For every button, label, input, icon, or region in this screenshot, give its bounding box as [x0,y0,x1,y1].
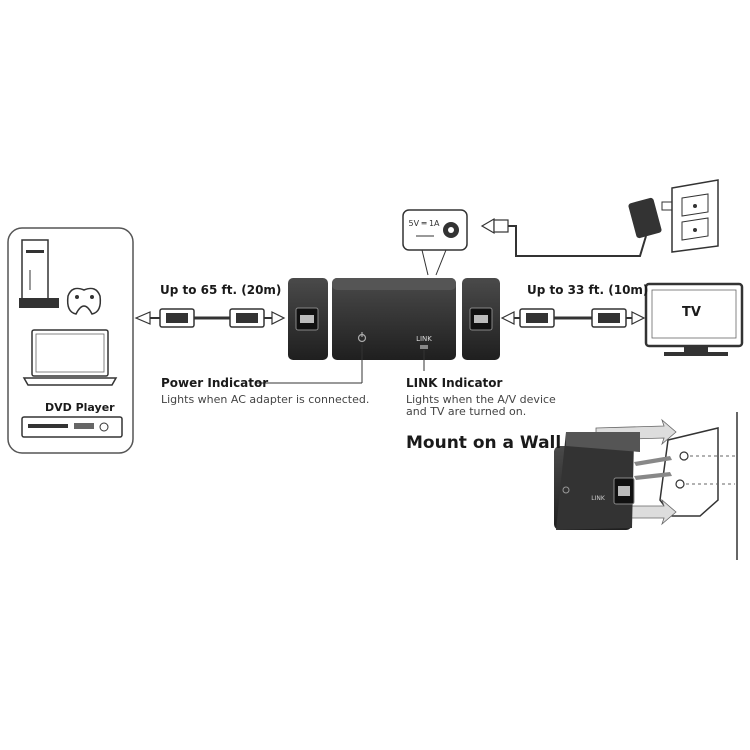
power-jack: 5V ═ 1A [402,209,468,276]
power-indicator-desc: Lights when AC adapter is connected. [161,393,370,406]
link-indicator-title: LINK Indicator [406,376,503,390]
wall-outlet-icon [671,179,719,253]
screw-icon [634,456,672,466]
link-text: LINK [416,335,432,343]
right-cable-label: Up to 33 ft. (10m) [527,283,649,297]
link-led [420,345,428,349]
wall-mount-illustration: LINK [554,412,738,560]
link-indicator-desc-1: Lights when the A/V device [406,393,556,406]
dvd-player-icon [21,416,123,438]
source-devices-panel [7,227,134,454]
dvd-player-label: DVD Player [45,401,115,414]
ac-adapter [480,194,683,257]
game-console-icon [19,239,102,315]
svg-text:LINK: LINK [591,495,606,502]
svg-text:5V ═ 1A: 5V ═ 1A [408,219,440,228]
tv-icon [644,282,744,356]
link-indicator-desc-2: and TV are turned on. [406,405,527,418]
left-hdmi-cable [134,308,286,328]
right-hdmi-cable [500,308,646,328]
tv-label: TV [682,305,701,320]
laptop-icon [22,329,118,386]
mount-heading: Mount on a Wall [406,433,562,453]
extender-unit: LINK [288,278,500,360]
left-cable-label: Up to 65 ft. (20m) [160,283,282,297]
power-indicator-title: Power Indicator [161,376,269,390]
